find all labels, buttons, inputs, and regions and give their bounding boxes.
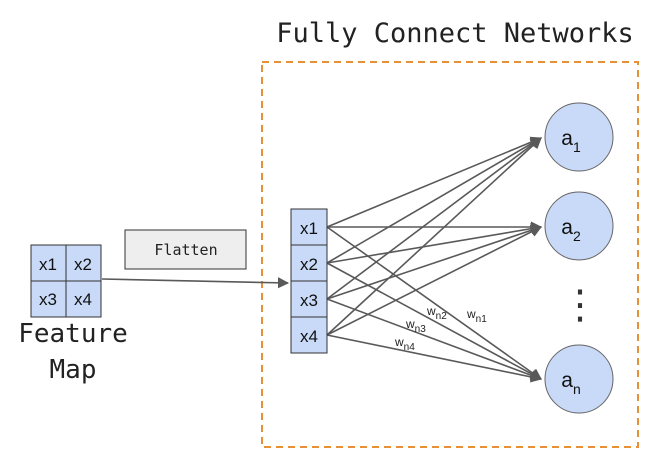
edge-x2-an — [326, 262, 542, 380]
output-node-an: an — [544, 344, 614, 414]
edge-x4-a1 — [326, 137, 542, 336]
output-node-a2-label: a2 — [561, 216, 581, 244]
feature-map-label-line1: Feature — [18, 319, 128, 349]
vector-cell-label-1: x1 — [300, 219, 318, 238]
ellipsis-dots: ⋮ — [560, 283, 600, 327]
feature-cell-1 — [30, 244, 67, 282]
output-node-a1-label: a1 — [561, 127, 581, 155]
feature-cell-2 — [65, 244, 102, 282]
vector-cell-4 — [290, 316, 328, 354]
output-node-a1-circle — [544, 102, 614, 172]
edge-x3-an — [326, 298, 543, 381]
output-node-a2: a2 — [544, 191, 614, 261]
vector-cell-3 — [290, 280, 328, 318]
edge-x1-an — [326, 226, 542, 380]
output-node-an-circle — [544, 344, 614, 414]
flatten-box — [124, 229, 247, 270]
flatten-arrow — [101, 277, 290, 289]
vector-cell-2 — [290, 244, 328, 282]
flatten-label: Flatten — [154, 241, 217, 259]
output-node-an-label: an — [561, 369, 580, 397]
vector-cell-1 — [290, 208, 328, 246]
feature-cell-4 — [65, 280, 102, 318]
connection-lines — [326, 136, 543, 383]
weight-label-n2: wn2 — [426, 304, 447, 322]
weight-label-n3: wn3 — [405, 317, 426, 335]
vector-cell-label-3: x3 — [300, 291, 318, 310]
edge-x3-a2 — [326, 224, 543, 300]
edge-x1-a1 — [326, 136, 543, 228]
output-node-a1: a1 — [544, 102, 614, 172]
feature-cell-label-2: x2 — [74, 255, 92, 274]
feature-cell-label-1: x1 — [39, 255, 57, 274]
edge-x4-an — [326, 334, 543, 383]
weight-label-n1: wn1 — [466, 307, 487, 325]
edge-x3-a1 — [326, 137, 542, 300]
fully-connected-frame — [261, 61, 639, 448]
edge-x2-a1 — [326, 137, 542, 264]
vector-cell-label-4: x4 — [300, 327, 318, 346]
edge-x2-a2 — [326, 223, 543, 264]
feature-map-grid: x1 x2 x3 x4 — [30, 244, 102, 318]
feature-cell-label-3: x3 — [39, 290, 57, 309]
flattened-vector: x1 x2 x3 x4 — [290, 208, 328, 354]
vector-cell-label-2: x2 — [300, 255, 318, 274]
feature-map-label-line2: Map — [50, 355, 97, 385]
edge-x4-a2 — [326, 226, 542, 336]
output-node-a2-circle — [544, 191, 614, 261]
weight-label-n4: wn4 — [394, 335, 415, 353]
feature-cell-label-4: x4 — [74, 290, 92, 309]
diagram-title: Fully Connect Networks — [276, 18, 634, 49]
